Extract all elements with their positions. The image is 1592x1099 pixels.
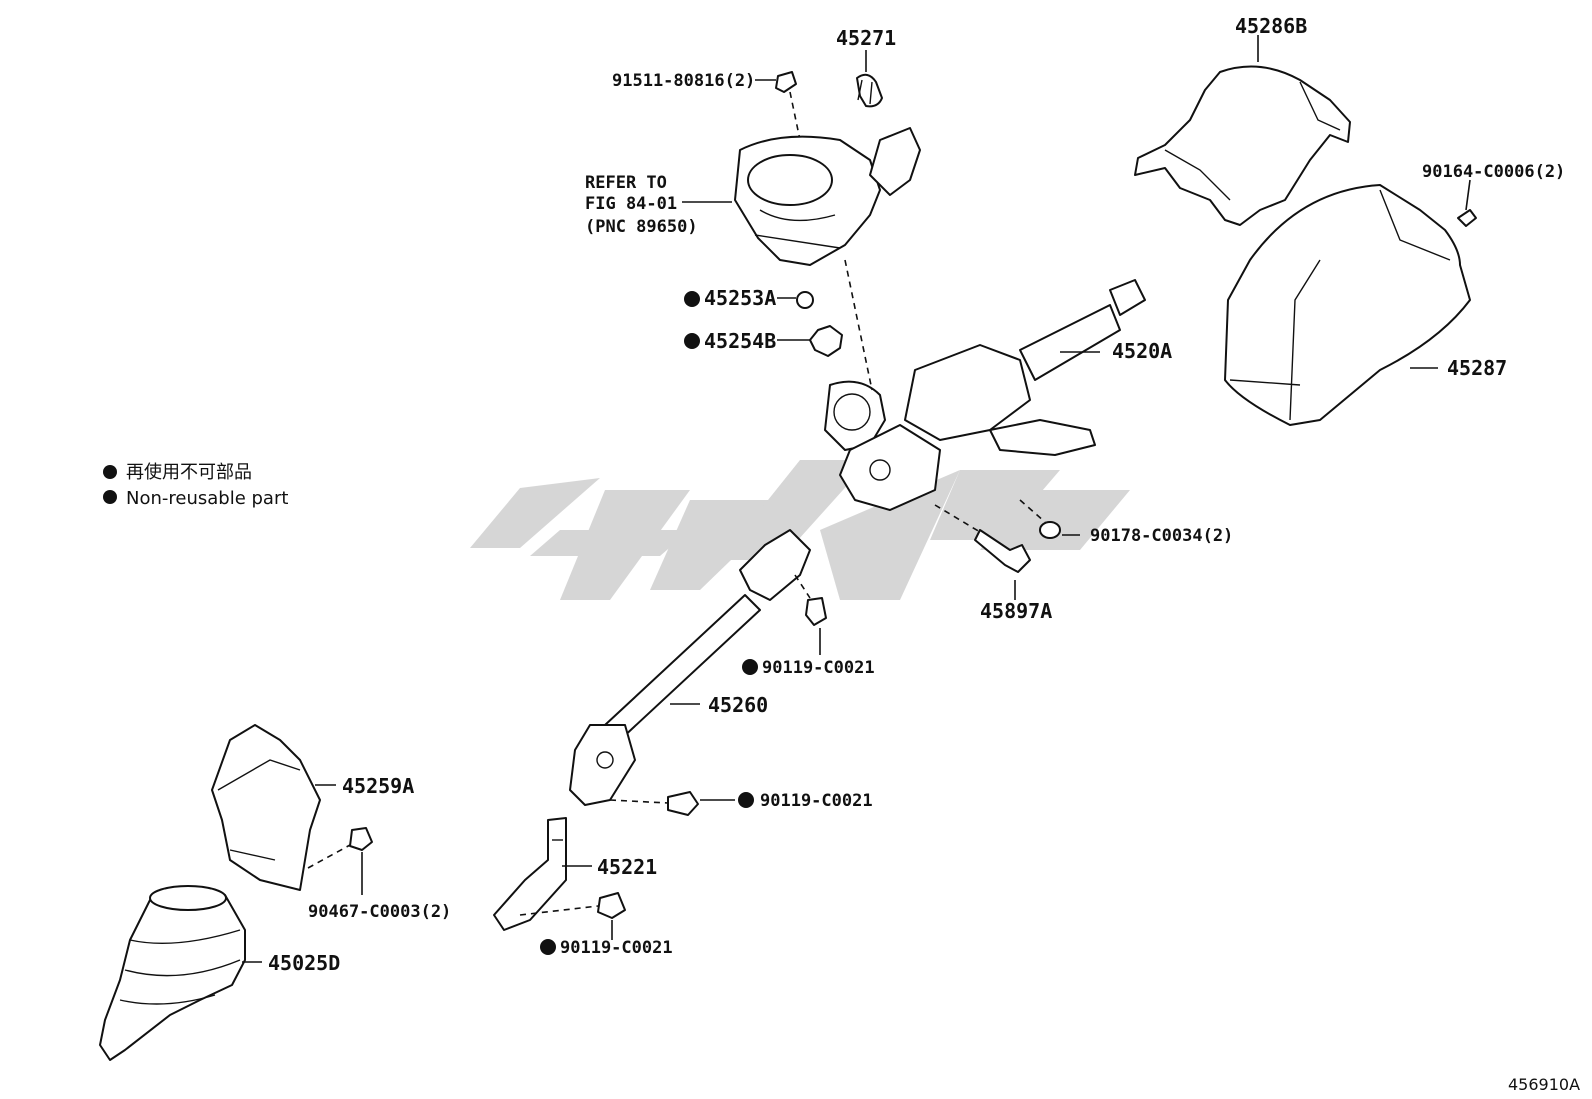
clip-90467 xyxy=(307,827,373,869)
bolt-45897a xyxy=(934,504,1031,573)
label-45260: 45260 xyxy=(708,693,768,717)
non-reusable-markers xyxy=(103,291,758,955)
gear-45253a xyxy=(796,291,814,309)
watermark-logo xyxy=(470,460,1130,600)
label-refer-2: FIG 84-01 xyxy=(585,194,677,214)
boot-45025d xyxy=(99,885,246,1061)
bolt-91511 xyxy=(775,71,801,141)
label-45897a: 45897A xyxy=(980,599,1052,623)
label-45259a: 45259A xyxy=(342,774,414,798)
figure-code: 456910A xyxy=(1508,1075,1580,1094)
steering-column-assy-4520a xyxy=(824,259,1146,511)
clamp-45271 xyxy=(856,73,883,108)
label-45254b: 45254B xyxy=(704,329,776,353)
bolt-90119-mid xyxy=(609,791,699,816)
label-90119-c: 90119-C0021 xyxy=(560,938,673,958)
label-90164: 90164-C0006(2) xyxy=(1422,162,1565,182)
intermediate-shaft-45260 xyxy=(569,529,811,806)
shaft-45221 xyxy=(493,817,567,931)
label-90178: 90178-C0034(2) xyxy=(1090,526,1233,546)
cover-45259a xyxy=(211,724,321,891)
label-45286b: 45286B xyxy=(1235,14,1307,38)
label-45025d: 45025D xyxy=(268,951,340,975)
label-45221: 45221 xyxy=(597,855,657,879)
bolt-90119-upper xyxy=(794,574,827,626)
nut-90178 xyxy=(1019,499,1061,539)
label-90119-b: 90119-C0021 xyxy=(760,791,873,811)
label-91511: 91511-80816(2) xyxy=(612,71,755,91)
label-refer-1: REFER TO xyxy=(585,173,667,193)
label-45287: 45287 xyxy=(1447,356,1507,380)
legend-jp: 再使用不可部品 xyxy=(126,462,252,483)
label-4520a: 4520A xyxy=(1112,339,1172,363)
steering-motor-assembly xyxy=(734,127,921,266)
label-45271: 45271 xyxy=(836,26,896,50)
label-45253a: 45253A xyxy=(704,286,776,310)
legend-en: Non-reusable part xyxy=(126,488,288,509)
label-90467: 90467-C0003(2) xyxy=(308,902,451,922)
leader-lines xyxy=(242,35,1471,963)
lower-column-cover-45287 xyxy=(1224,184,1471,426)
upper-column-cover-45286b xyxy=(1134,65,1351,226)
bolt-90164 xyxy=(1457,209,1477,227)
label-90119-a: 90119-C0021 xyxy=(762,658,875,678)
bolt-90119-lower xyxy=(519,892,626,919)
gear-45254b xyxy=(809,325,843,357)
label-refer-3: (PNC 89650) xyxy=(585,217,698,237)
